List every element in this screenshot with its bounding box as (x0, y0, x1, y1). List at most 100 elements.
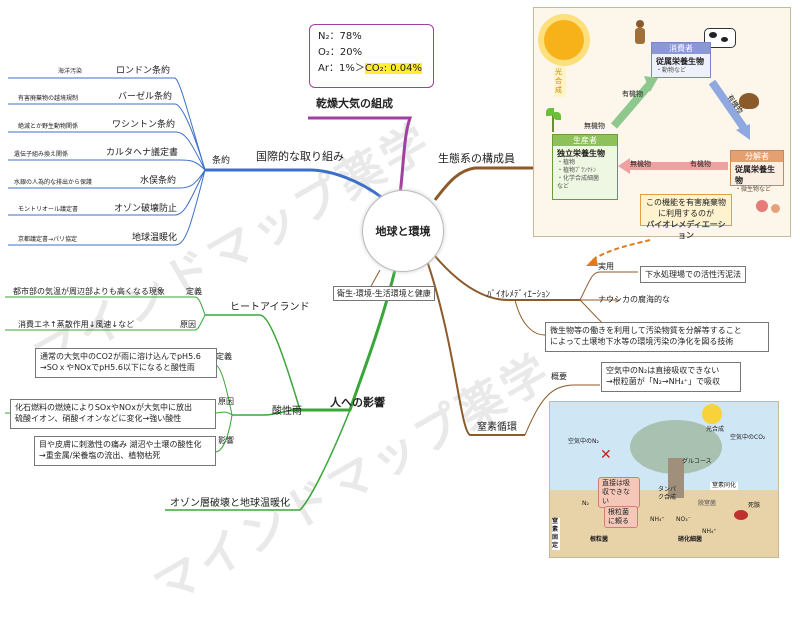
acid-rain-cause-2: 硫酸イオン、硝酸イオンなどに変化→強い酸性 (15, 414, 182, 423)
treaty-desc: 遺伝子組み換え関係 (14, 151, 69, 158)
nh4-label-2: NH₄⁺ (702, 528, 717, 535)
treaty-name: オゾン破壊防止 (114, 204, 178, 214)
decomposer-title: 分解者 (731, 151, 783, 162)
consumer-line2: ・動物など (656, 67, 687, 74)
acid-rain-cause-1: 化石燃料の燃焼によりSOxやNOxが大気中に放出 (15, 403, 192, 412)
acid-rain-def-box: 通常の大気中のCO2が雨に溶け込んでpH5.6 →SOｘやNOxでpH5.6以下… (35, 348, 217, 378)
microbe-icon (756, 200, 768, 212)
treaty-name: 水俣条約 (140, 176, 177, 186)
cross-icon: ✕ (600, 447, 612, 463)
acid-rain-def-1: 通常の大気中のCO2が雨に溶け込んでpH5.6 (40, 352, 201, 361)
air-title: 乾燥大気の組成 (316, 97, 393, 110)
heat-island-def-label: 定義 (186, 287, 202, 296)
decomposer-line2: ・微生物など (735, 186, 772, 193)
producer-item: ・植物 (557, 159, 576, 166)
plant-icon (546, 108, 561, 132)
treaty-name: ワシントン条約 (112, 120, 176, 130)
nitrifier-label: 硝化細菌 (678, 536, 703, 543)
cow-icon (704, 28, 736, 48)
bio-use-label: 実用 (598, 262, 614, 271)
heat-island-title: ヒートアイランド (230, 302, 310, 313)
acid-rain-effect-box: 目や皮膚に刺激性の痛み 湖沼や土壌の酸性化 →重金属/栄養塩の流出、植物枯死 (34, 436, 216, 466)
sun-icon (702, 404, 722, 424)
bio-use-2: ナウシカの腐海的な (598, 295, 670, 304)
no3-label: NO₃⁻ (676, 516, 691, 523)
bio-desc-2: によって土壌地下水等の環境汚染の浄化を図る技術 (550, 337, 734, 346)
ozone-title: オゾン層破壊と地球温暖化 (170, 498, 290, 509)
producer-item: ・化学合成細菌 (557, 175, 600, 182)
flow-arrows (610, 76, 750, 174)
acid-rain-def-label: 定義 (216, 352, 232, 361)
treaty-desc: 京都議定書→パリ協定 (18, 236, 78, 243)
air-n2-label: 空気中のN₂ (568, 438, 599, 445)
co2-ratio: CO₂: 0.04% (364, 63, 423, 74)
photosynthesis-label: 光合成 (554, 66, 566, 97)
arrow-organic: 有機物 (690, 160, 711, 168)
treaty-label: 条約 (212, 156, 231, 166)
bird-icon (734, 510, 748, 520)
heat-island-def: 都市部の気温が周辺部よりも高くなる現象 (13, 287, 165, 296)
note-line3: バイオレメディエーション (646, 220, 726, 240)
note-line1: この機能を有害廃棄物 (646, 198, 726, 207)
human-title: 人への影響 (330, 396, 385, 409)
o2-ratio: O₂：20% (318, 47, 363, 58)
consumer-title: 消費者 (652, 43, 710, 54)
international-title: 国際的な取り組み (256, 150, 344, 163)
treaty-name: ロンドン条約 (116, 66, 171, 76)
ecosystem-panel: 光合成 生産者 独立栄養生物 ・植物 ・植物ﾌﾟﾗﾝｸﾄﾝ ・化学合成細菌 など… (533, 7, 791, 240)
denitrify-label: 脱窒菌 (698, 500, 717, 507)
fixation-label: 窒素固定 (552, 518, 560, 550)
nh4-label: NH₄⁺ (650, 516, 665, 523)
nitrogen-title: 窒素循環 (477, 422, 517, 433)
treaty-name: カルタヘナ議定書 (106, 148, 179, 158)
nitrogen-summary-label: 概要 (551, 372, 567, 381)
bio-title: ﾊﾞｲｵﾚﾒﾃﾞｨｴｰｼｮﾝ (487, 290, 551, 300)
acid-rain-def-2: →SOｘやNOxでpH5.6以下になると酸性雨 (40, 363, 195, 372)
person-icon (632, 20, 648, 46)
cannot-absorb-label: 直接は吸収できない (598, 477, 640, 508)
note-line2: に利用するのが (658, 209, 714, 218)
treaty-desc: 海洋汚染 (58, 68, 83, 75)
nodule-label: 根粒菌に頼る (604, 506, 638, 528)
sun-icon (544, 20, 584, 60)
treaty-name: バーゼル条約 (118, 92, 173, 102)
glucose-label: グルコース (682, 458, 712, 465)
acid-rain-cause-box: 化石燃料の燃焼によりSOxやNOxが大気中に放出 硫酸イオン、硝酸イオンなどに変… (10, 399, 216, 429)
heat-island-cause: 消費エネ↑蒸散作用↓風速↓など (18, 320, 135, 329)
dead-label: 死骸 (748, 502, 761, 509)
decomposer-box: 分解者 従属栄養生物 ・微生物など (730, 150, 784, 193)
photosynthesis-label: 光合成 (706, 426, 725, 433)
air-composition-box: N₂：78% O₂：20% Ar：1%＞CO₂: 0.04% (309, 24, 434, 88)
n-assim-label: 窒素同化 (710, 482, 739, 490)
air-co2-label: 空気中のCO₂ (730, 434, 766, 441)
heat-island-cause-label: 原因 (180, 320, 196, 329)
bio-desc-1: 微生物等の働きを利用して汚染物質を分解等すること (550, 326, 742, 335)
ecosystem-title: 生態系の構成員 (438, 152, 515, 165)
consumer-box: 消費者 従属栄養生物 ・動物など (651, 42, 711, 78)
treaty-desc: モントリオール議定書 (18, 206, 79, 213)
producer-title: 生産者 (553, 135, 617, 146)
tag-label: 衛生-環境-生活環境と健康 (333, 286, 435, 301)
bio-desc-box: 微生物等の働きを利用して汚染物質を分解等すること によって土壌地下水等の環境汚染… (545, 322, 769, 352)
producer-line1: 独立栄養生物 (557, 149, 605, 158)
treaty-name: 地球温暖化 (132, 233, 178, 243)
acid-rain-effect-1: 目や皮膚に刺激性の痛み 湖沼や土壌の酸性化 (39, 440, 202, 449)
arrow-organic: 有機物 (622, 90, 643, 98)
acid-rain-title: 酸性雨 (272, 406, 302, 417)
bioremediation-note: この機能を有害廃棄物 に利用するのが バイオレメディエーション (640, 194, 732, 240)
nitrogen-summary-2: →根粒菌が「N₂→NH₄⁺」で吸収 (606, 377, 721, 386)
nitrogen-summary-box: 空気中のN₂は直接吸収できない →根粒菌が「N₂→NH₄⁺」で吸収 (601, 362, 741, 392)
decomposer-line1: 従属栄養生物 (735, 165, 775, 185)
protein-synthesis-label: タンパク合成 (658, 486, 677, 501)
producer-item: ・植物ﾌﾟﾗﾝｸﾄﾝ (557, 167, 597, 174)
treaty-desc: 有害廃棄物の越境規制 (18, 95, 79, 102)
bio-use-1: 下水処理場での活性汚泥法 (640, 266, 746, 283)
n2-ratio: N₂：78% (318, 31, 362, 42)
nitrogen-summary-1: 空気中のN₂は直接吸収できない (606, 366, 720, 375)
soil-area (550, 490, 778, 557)
acid-rain-cause-label: 原因 (218, 397, 234, 406)
acid-rain-effect-2: →重金属/栄養塩の流出、植物枯死 (39, 451, 161, 460)
n2-label: N₂ (582, 500, 589, 507)
ar-ratio: Ar：1%＞CO₂: 0.04% (318, 63, 423, 74)
center-topic: 地球と環境 (362, 190, 444, 272)
